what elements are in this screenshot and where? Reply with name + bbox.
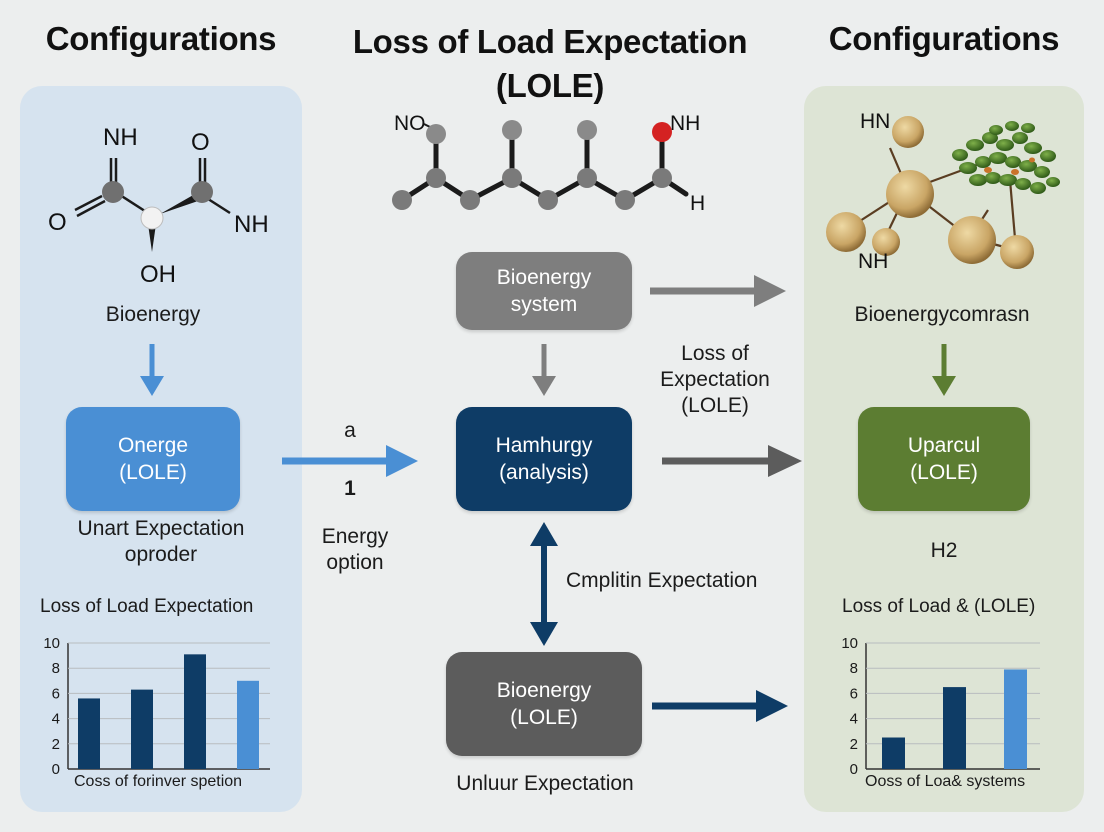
right-box-line1: Uparcul: [907, 434, 981, 457]
cmplitin-label: Cmplitin Expectation: [566, 569, 758, 592]
right-mol-hn: HN: [860, 110, 890, 133]
energy-option-line2: option: [326, 551, 384, 574]
right-molecule-diagram: HN NH: [826, 110, 1060, 273]
right-chart-bar-3: [1004, 669, 1027, 769]
left-caption: Bioenergy: [105, 303, 201, 326]
loss-expectation-line3: (LOLE): [681, 394, 749, 417]
loss-expectation-line2: Expectation: [660, 368, 770, 391]
right-bar-chart: 0 2 4 6 8 10: [841, 635, 1040, 778]
energy-option-line1: Energy: [321, 525, 389, 548]
left-molecule-diagram: NH O O NH OH: [48, 124, 269, 288]
left-mol-nh-right: NH: [234, 211, 269, 238]
center-mol-h: H: [690, 192, 705, 215]
center-box-bottom-line2: (LOLE): [510, 706, 578, 729]
right-box-line2: (LOLE): [910, 461, 978, 484]
center-box-bottom: Bioenergy (LOLE): [446, 652, 642, 756]
center-mol-no: NO: [394, 112, 426, 135]
right-heading: Configurations: [828, 20, 1060, 57]
left-chart-y-tick-label: 4: [52, 711, 60, 728]
loss-expectation-line1: Loss of: [681, 342, 749, 365]
center-box-top-line2: system: [510, 293, 578, 316]
right-chart-bar-2: [943, 687, 966, 769]
left-box: Onerge (LOLE): [66, 407, 240, 511]
left-mol-o-top: O: [191, 129, 210, 156]
left-chart-y-tick-label: 0: [52, 761, 60, 778]
right-mol-nh: NH: [858, 250, 888, 273]
left-bar-chart: 0 2 4 6 8 10: [43, 635, 270, 778]
left-box-line1: Onerge: [117, 434, 189, 457]
right-box: Uparcul (LOLE): [858, 407, 1030, 511]
left-box-line2: (LOLE): [119, 461, 187, 484]
left-chart-title: Loss of Load Expectation: [40, 596, 254, 617]
left-mol-oh: OH: [140, 261, 176, 288]
right-chart-caption: Ooss of Loa& systems: [865, 773, 1026, 790]
arrow-top-to-right: [650, 275, 786, 307]
left-mol-o-left: O: [48, 209, 67, 236]
left-chart-bar-1: [78, 698, 100, 769]
center-box-top-line1: Bioenergy: [496, 266, 592, 289]
center-box-mid-line2: (analysis): [499, 461, 589, 484]
right-caption: Bioenergycomrasn: [854, 303, 1030, 326]
arrow-top-to-mid: [532, 344, 556, 396]
center-box-mid: Hamhurgy (analysis): [456, 407, 632, 511]
center-box-top: Bioenergy system: [456, 252, 632, 330]
left-chart-bar-2: [131, 689, 153, 769]
right-chart-y-tick-label: 2: [850, 736, 858, 753]
right-chart-bar-1: [882, 737, 905, 769]
right-chart-y-tick-label: 4: [850, 711, 858, 728]
left-chart-y-tick-label: 8: [52, 660, 60, 677]
right-h2-label: H2: [930, 539, 958, 562]
loss-expectation-label: Loss of Expectation (LOLE): [640, 341, 790, 419]
right-chart-title: Loss of Load & (LOLE): [842, 596, 1036, 617]
arrow-mid-to-right: [662, 445, 802, 477]
left-down-arrow: [140, 344, 164, 396]
left-subcaption: Unart Expectation oproder: [20, 516, 302, 568]
center-heading-line1: Loss of Load Expectation: [352, 23, 748, 60]
energy-option-label: Energy option: [300, 524, 410, 576]
arrow-bottom-to-right: [652, 690, 788, 722]
left-chart-y-tick-label: 6: [52, 685, 60, 702]
right-chart-y-tick-label: 8: [850, 660, 858, 677]
left-chart-y-tick-label: 2: [52, 736, 60, 753]
left-chart-caption: Coss of forinver spetion: [74, 773, 243, 790]
arrow-left-to-center: [282, 445, 418, 477]
arrow-mid-bottom-bidirectional: [530, 522, 558, 646]
left-subcaption-line1: Unart Expectation: [77, 517, 245, 540]
right-down-arrow: [932, 344, 956, 396]
center-box-mid-line1: Hamhurgy: [495, 434, 593, 457]
left-mol-nh-top: NH: [103, 124, 138, 151]
right-chart-y-tick-label: 10: [841, 635, 858, 652]
side-label-1: 1: [344, 477, 356, 500]
left-heading: Configurations: [45, 20, 277, 57]
center-bottom-caption: Unluur Expectation: [456, 772, 634, 795]
center-heading-line2: (LOLE): [495, 67, 605, 104]
right-chart-y-tick-label: 0: [850, 761, 858, 778]
left-subcaption-line2: oproder: [124, 543, 198, 566]
left-chart-y-tick-label: 10: [43, 635, 60, 652]
left-chart-bar-3: [184, 654, 206, 769]
center-box-bottom-line1: Bioenergy: [496, 679, 592, 702]
side-label-a: a: [344, 419, 356, 442]
center-molecule-diagram: NO NH H: [392, 112, 705, 215]
center-heading: Loss of Load Expectation (LOLE): [330, 20, 770, 108]
right-chart-y-tick-label: 6: [850, 685, 858, 702]
left-chart-bar-4: [237, 680, 259, 769]
center-mol-nh: NH: [670, 112, 700, 135]
